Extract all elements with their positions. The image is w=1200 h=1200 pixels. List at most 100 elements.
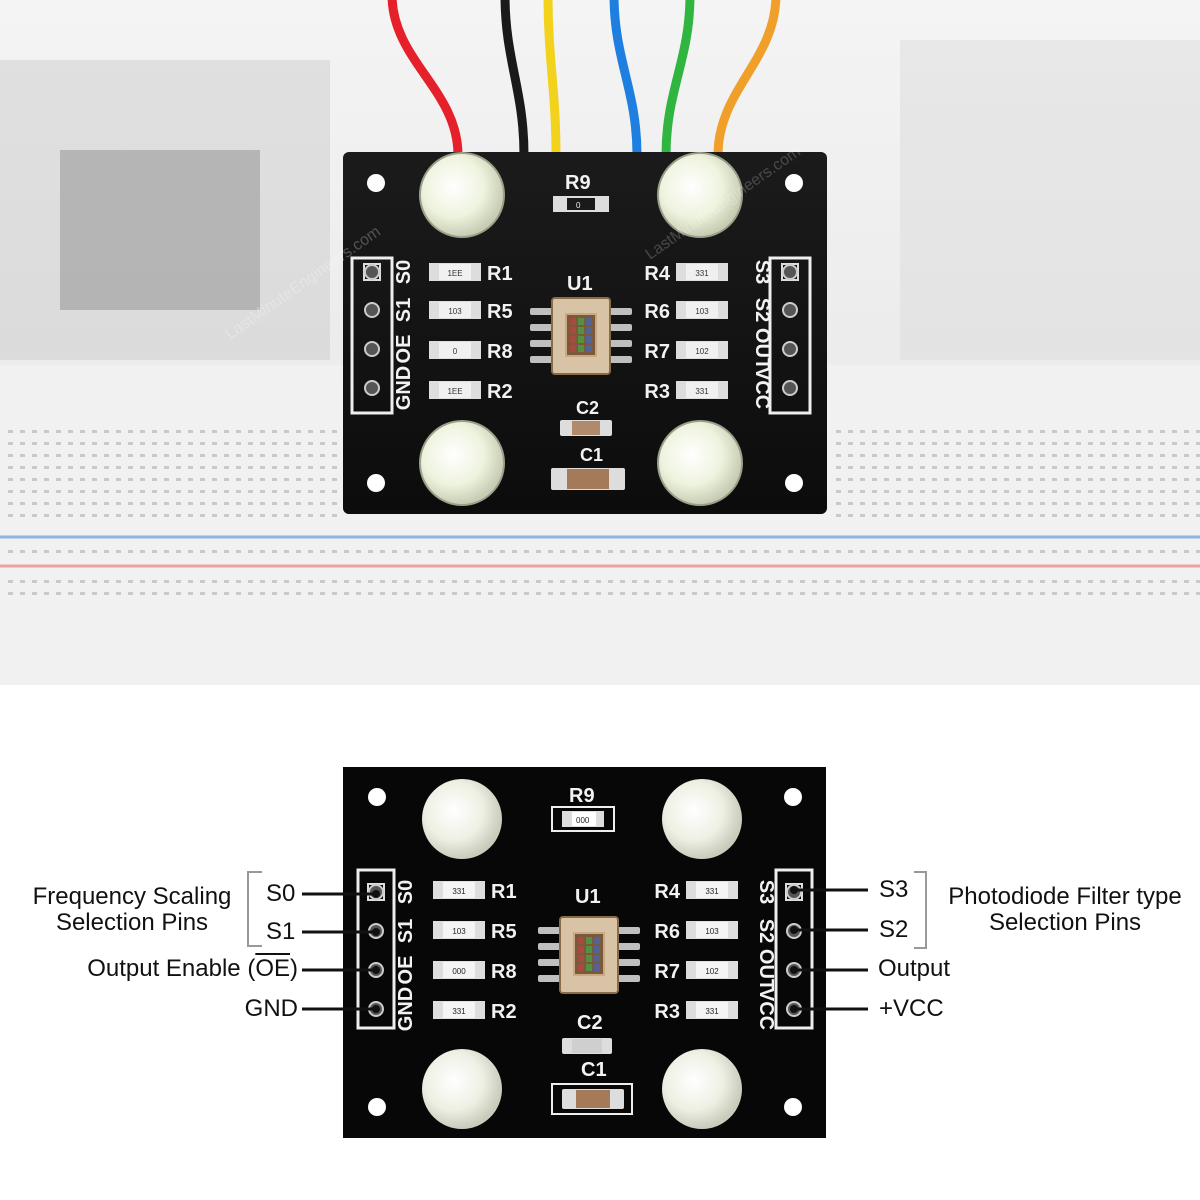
chip-pin (530, 324, 554, 331)
background-blur-dark (60, 150, 260, 310)
breadboard-hole (584, 550, 589, 553)
breadboard-hole (896, 490, 901, 493)
breadboard-hole (920, 502, 925, 505)
breadboard-hole (20, 466, 25, 469)
breadboard-hole (860, 442, 865, 445)
breadboard-hole (296, 430, 301, 433)
r9-outline (551, 806, 615, 832)
breadboard-hole (1172, 442, 1177, 445)
led (662, 1049, 742, 1129)
resistor-label: R3 (654, 1001, 680, 1023)
breadboard-hole (392, 592, 397, 595)
breadboard-hole (860, 466, 865, 469)
green-wire (661, 0, 695, 160)
breadboard-hole (248, 430, 253, 433)
breadboard-hole (512, 550, 517, 553)
breadboard-hole (1196, 592, 1200, 595)
breadboard-hole (1112, 466, 1117, 469)
breadboard-hole (464, 592, 469, 595)
breadboard-hole (332, 592, 337, 595)
breadboard-hole (500, 580, 505, 583)
breadboard-hole (1136, 442, 1141, 445)
breadboard-hole (848, 466, 853, 469)
breadboard-hole (140, 580, 145, 583)
breadboard-hole (20, 592, 25, 595)
chip-pin (538, 959, 562, 966)
breadboard-hole (188, 502, 193, 505)
breadboard-hole (692, 550, 697, 553)
resistor-code: 0 (453, 347, 458, 356)
breadboard-hole (284, 442, 289, 445)
breadboard-hole (224, 502, 229, 505)
breadboard-hole (992, 466, 997, 469)
breadboard-hole (320, 502, 325, 505)
breadboard-hole (668, 550, 673, 553)
breadboard-hole (788, 592, 793, 595)
chip-pin (530, 356, 554, 363)
breadboard-hole (104, 478, 109, 481)
breadboard-hole (944, 550, 949, 553)
breadboard-hole (1100, 478, 1105, 481)
chip-pin (616, 959, 640, 966)
breadboard-hole (860, 490, 865, 493)
breadboard-hole (1064, 490, 1069, 493)
breadboard-hole (212, 502, 217, 505)
breadboard-hole (164, 490, 169, 493)
breadboard-hole (140, 502, 145, 505)
r9-code: 000 (576, 816, 590, 825)
breadboard-hole (536, 550, 541, 553)
breadboard-hole (992, 592, 997, 595)
breadboard-hole (800, 550, 805, 553)
breadboard-hole (764, 580, 769, 583)
right-pin-silk-label: S2 (755, 919, 777, 943)
breadboard-hole (44, 454, 49, 457)
breadboard-hole (1064, 430, 1069, 433)
header-pin (364, 341, 380, 357)
photodiode-cell (586, 318, 592, 325)
breadboard-hole (572, 580, 577, 583)
breadboard-hole (128, 514, 133, 517)
breadboard-hole (8, 514, 13, 517)
breadboard-holes (8, 430, 1200, 595)
breadboard-hole (296, 592, 301, 595)
breadboard-hole (620, 550, 625, 553)
breadboard-hole (140, 490, 145, 493)
breadboard-hole (344, 580, 349, 583)
breadboard-hole (980, 430, 985, 433)
breadboard-hole (1028, 550, 1033, 553)
breadboard-hole (1040, 466, 1045, 469)
breadboard-hole (752, 550, 757, 553)
breadboard-hole (224, 478, 229, 481)
mounting-hole (367, 174, 385, 192)
breadboard-hole (1172, 592, 1177, 595)
breadboard-hole (296, 490, 301, 493)
resistor-label: R4 (654, 881, 680, 903)
breadboard-hole (1040, 580, 1045, 583)
breadboard-hole (716, 580, 721, 583)
breadboard-hole (152, 592, 157, 595)
resistor-label: R5 (491, 921, 517, 943)
breadboard-hole (224, 592, 229, 595)
breadboard-hole (800, 580, 805, 583)
r9-body (572, 812, 596, 826)
breadboard-hole (200, 454, 205, 457)
breadboard-hole (824, 550, 829, 553)
breadboard-hole (416, 580, 421, 583)
breadboard-hole (1124, 580, 1129, 583)
breadboard-hole (68, 454, 73, 457)
callout-dot (790, 926, 798, 934)
chip-pin (616, 927, 640, 934)
breadboard-hole (56, 490, 61, 493)
breadboard-hole (680, 580, 685, 583)
breadboard-hole (176, 592, 181, 595)
breadboard-hole (1100, 442, 1105, 445)
breadboard-hole (56, 592, 61, 595)
breadboard-hole (992, 478, 997, 481)
breadboard-hole (776, 580, 781, 583)
breadboard-hole (560, 580, 565, 583)
breadboard-hole (308, 580, 313, 583)
breadboard-hole (308, 490, 313, 493)
breadboard-hole (116, 454, 121, 457)
breadboard-hole (80, 550, 85, 553)
label-output-enable: Output Enable (OE) (20, 956, 298, 982)
